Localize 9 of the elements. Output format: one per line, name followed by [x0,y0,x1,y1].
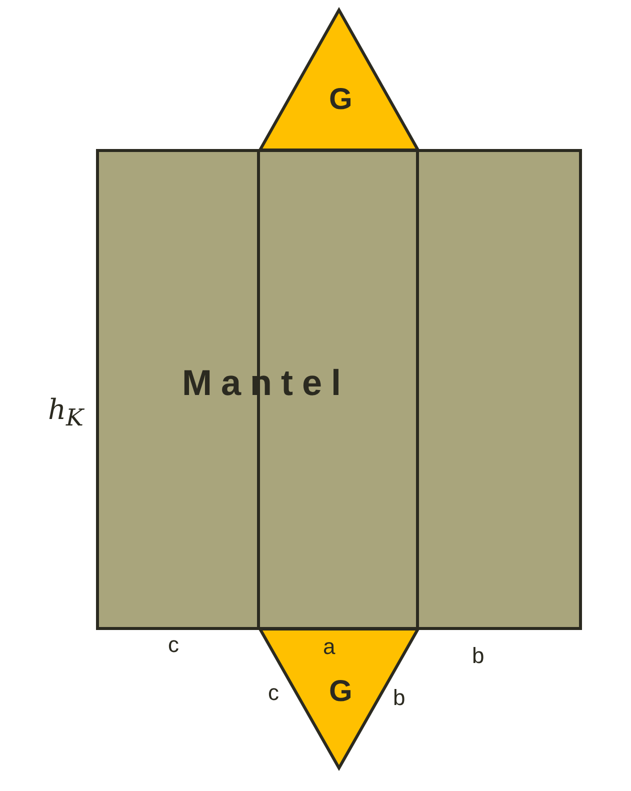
edge-length-label: b [472,645,484,667]
edge-length-label: c [268,682,279,704]
edge-length-label: a [323,636,336,658]
edge-length-label: c [168,634,179,656]
edge-length-label: b [393,687,406,709]
height-label: h$_{K}$ [48,396,84,430]
face-label: G [329,677,352,707]
face-label: G [329,85,352,115]
side-face [416,149,582,630]
